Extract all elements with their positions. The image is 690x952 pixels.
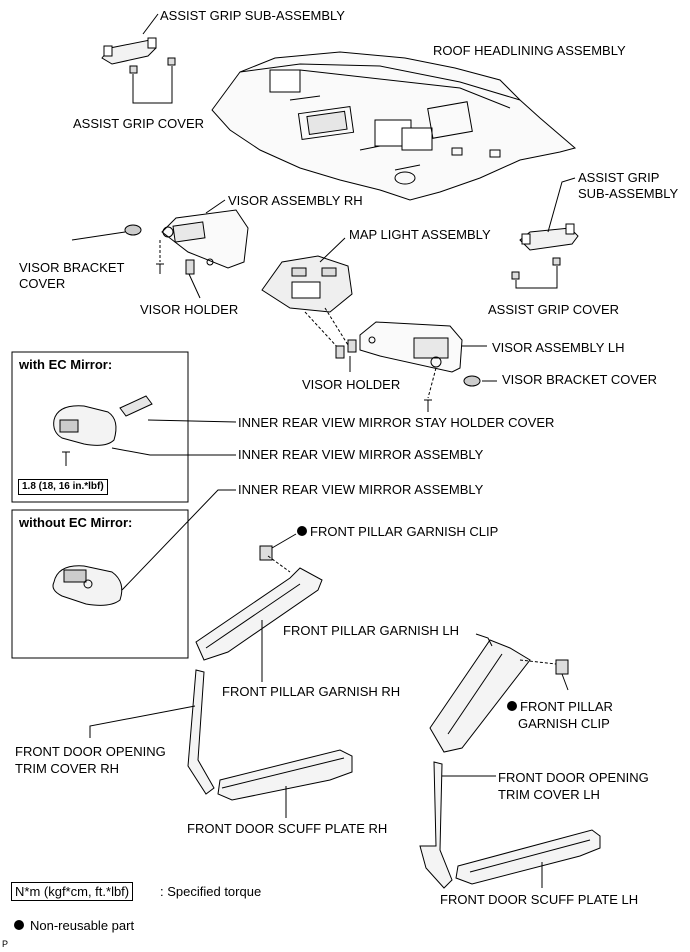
non-ec-mirror-drawing	[52, 565, 123, 606]
without-ec-mirror-title: without EC Mirror:	[19, 515, 133, 530]
label-visor-holder-lh: VISOR HOLDER	[302, 377, 401, 392]
legend-torque-text: : Specified torque	[160, 884, 262, 899]
label-visor-assembly-lh: VISOR ASSEMBLY LH	[492, 340, 625, 355]
with-ec-mirror-box	[11, 351, 189, 503]
label-visor-bracket-cover-left-2: COVER	[19, 276, 66, 291]
label-front-pillar-clip-rh: FRONT PILLAR GARNISH CLIP	[310, 524, 499, 539]
label-visor-bracket-cover-right: VISOR BRACKET COVER	[502, 372, 658, 387]
label-visor-bracket-cover-left-1: VISOR BRACKET	[19, 260, 125, 275]
label-inner-mirror-assembly-2: INNER REAR VIEW MIRROR ASSEMBLY	[238, 482, 484, 497]
label-door-trim-rh-2: TRIM COVER RH	[15, 761, 119, 776]
label-front-pillar-clip-lh-1: FRONT PILLAR	[520, 699, 613, 714]
assist-grip-top-drawing	[101, 37, 176, 74]
label-visor-assembly-rh: VISOR ASSEMBLY RH	[228, 193, 363, 208]
label-roof-headlining: ROOF HEADLINING ASSEMBLY	[433, 43, 626, 58]
legend-torque-box: N*m (kgf*cm, ft.*lbf)	[11, 882, 134, 901]
label-scuff-plate-rh: FRONT DOOR SCUFF PLATE RH	[187, 821, 388, 836]
footer-code: P	[2, 939, 9, 949]
legend-non-reusable-text: Non-reusable part	[30, 918, 135, 933]
assist-grip-right-drawing	[511, 223, 579, 280]
with-ec-mirror-title: with EC Mirror:	[19, 357, 113, 372]
map-light-drawing	[261, 255, 353, 313]
without-ec-mirror-box	[11, 509, 189, 659]
label-inner-mirror-assembly-1: INNER REAR VIEW MIRROR ASSEMBLY	[238, 447, 484, 462]
ec-mirror-drawing	[53, 395, 153, 466]
visor-bracket-cover-rh-icon	[124, 224, 142, 236]
non-reusable-marker-lh	[507, 701, 517, 711]
label-scuff-plate-lh: FRONT DOOR SCUFF PLATE LH	[440, 892, 639, 907]
label-map-light: MAP LIGHT ASSEMBLY	[349, 227, 491, 242]
visor-lh-drawing	[335, 321, 463, 412]
label-door-trim-lh-2: TRIM COVER LH	[498, 787, 600, 802]
torque-spec-box: 1.8 (18, 16 in.*lbf)	[18, 479, 108, 495]
label-assist-grip-sub-right-1: ASSIST GRIP	[578, 170, 660, 185]
front-pillar-garnish-lh-drawing	[429, 639, 569, 753]
roof-headlining-drawing	[211, 51, 577, 201]
label-visor-holder-rh: VISOR HOLDER	[140, 302, 239, 317]
label-assist-grip-sub-right-2: SUB-ASSEMBLY	[578, 186, 679, 201]
label-door-trim-rh-1: FRONT DOOR OPENING	[15, 744, 166, 759]
visor-bracket-cover-lh-icon	[463, 375, 481, 387]
front-pillar-garnish-rh-drawing	[195, 545, 323, 661]
label-front-pillar-garnish-rh: FRONT PILLAR GARNISH RH	[222, 684, 401, 699]
label-assist-grip-cover-top: ASSIST GRIP COVER	[73, 116, 205, 131]
label-front-pillar-garnish-lh: FRONT PILLAR GARNISH LH	[283, 623, 460, 638]
non-reusable-marker-rh	[297, 526, 307, 536]
scuff-plate-lh-drawing	[455, 829, 601, 885]
legend-non-reusable-dot	[14, 920, 24, 930]
label-assist-grip-sub-top: ASSIST GRIP SUB-ASSEMBLY	[160, 8, 345, 23]
scuff-plate-rh-drawing	[217, 749, 353, 801]
door-trim-rh-drawing	[187, 669, 215, 795]
label-front-pillar-clip-lh-2: GARNISH CLIP	[518, 716, 610, 731]
label-door-trim-lh-1: FRONT DOOR OPENING	[498, 770, 649, 785]
label-inner-mirror-stay-holder-cover: INNER REAR VIEW MIRROR STAY HOLDER COVER	[238, 415, 555, 430]
label-assist-grip-cover-right: ASSIST GRIP COVER	[488, 302, 620, 317]
door-trim-lh-drawing	[419, 761, 453, 889]
visor-rh-drawing	[156, 209, 249, 275]
